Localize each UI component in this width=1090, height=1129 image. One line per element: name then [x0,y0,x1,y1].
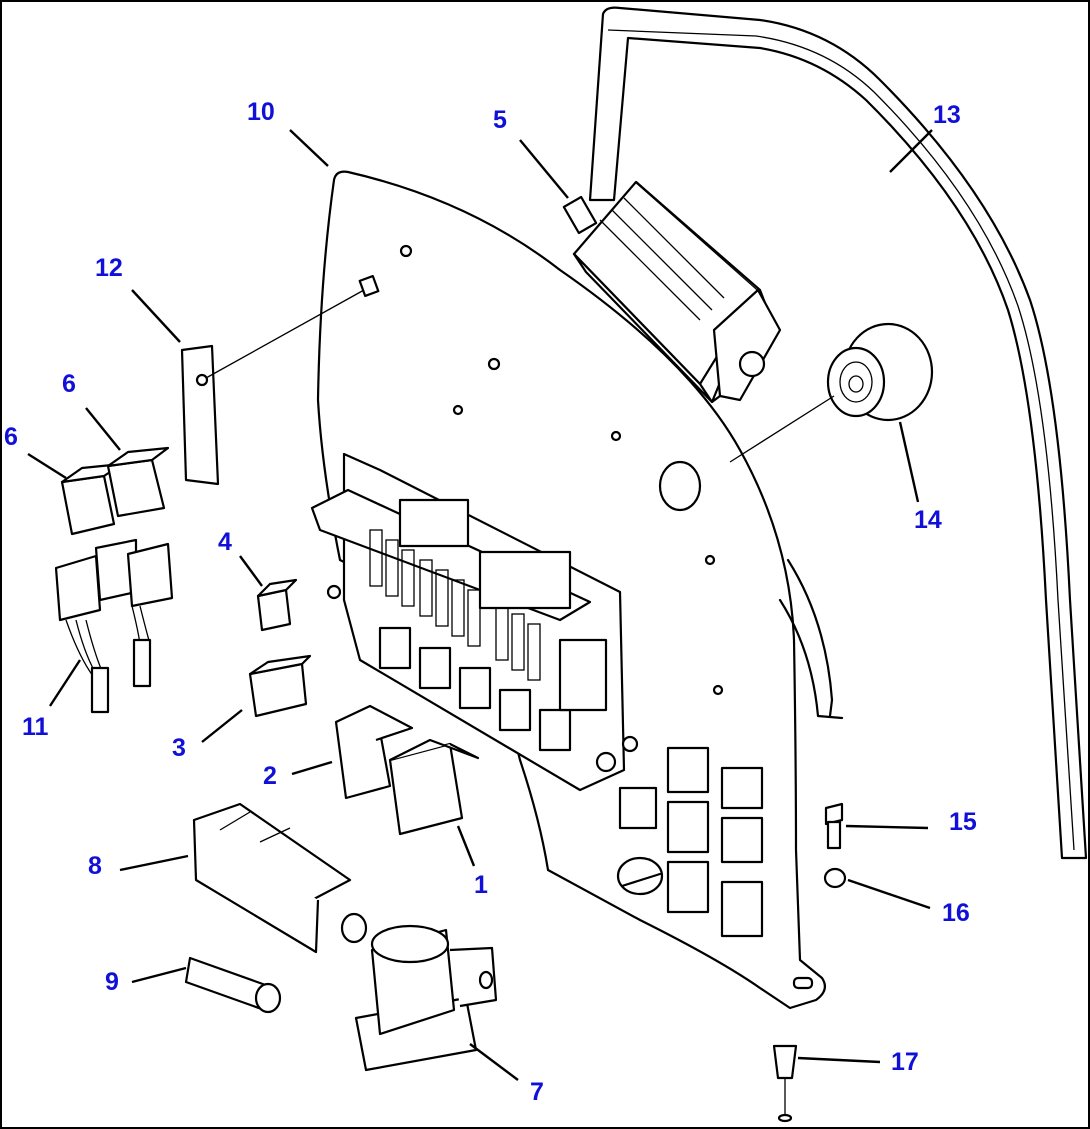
callout-1: 1 [474,871,488,899]
callout-2: 2 [263,762,277,790]
leader-5 [519,139,569,199]
leader-15 [845,824,929,830]
leader-3 [201,709,243,743]
fuse-holder-part [184,956,282,1014]
leader-6a [27,452,67,480]
fuse-part [256,578,298,632]
callout-13: 12 [95,254,123,282]
leader-2 [291,760,333,776]
leader-1 [456,825,476,867]
callout-3: 3 [172,734,186,762]
callout-12: 11 [22,713,49,741]
washer-part [823,867,847,889]
callout-16: 16 [942,899,970,927]
bolt-part [824,802,844,850]
leader-4 [239,555,263,587]
leader-11 [289,129,329,167]
leader-12 [48,659,82,707]
screw-part [772,1044,798,1123]
leader-16 [847,878,931,910]
relay-2-part [334,704,414,800]
controller-box-part [562,180,782,404]
leader-10 [898,421,920,503]
relay-6a-part [60,462,124,536]
callout-15: 15 [949,808,977,836]
callout-11: 10 [247,98,275,126]
leader-13 [131,289,181,343]
leader-6b [85,407,121,451]
leader-17 [797,1056,881,1064]
callout-9: 9 [105,968,119,996]
buzzer-part [729,322,934,463]
bracket-plate-part [180,274,380,486]
callout-4: 4 [218,528,232,556]
mini-relay-part [248,654,312,718]
leader-7 [469,1043,519,1081]
resistor-module-part [192,802,368,954]
callout-labels: 10 5 13 12 6 6 4 11 3 2 1 8 9 7 14 15 16… [4,98,977,1106]
callout-6b: 6 [62,370,76,398]
fuse-relay-block [310,452,639,792]
relay-socket-harness-part [54,538,174,714]
leader-14 [889,129,933,173]
callout-17: 17 [891,1048,919,1076]
relay-6b-part [106,446,170,518]
seal-strip-part [588,6,1088,860]
callout-7: 7 [530,1078,544,1106]
callout-14: 13 [933,101,961,129]
horn-part [354,924,498,1072]
callout-6a: 6 [4,423,18,451]
relay-1-part [388,738,480,836]
leader-8 [119,854,189,872]
callout-5: 5 [493,106,507,134]
callout-8: 8 [88,852,102,880]
callout-10: 14 [914,506,942,534]
leader-9 [131,966,187,984]
leader-lines [27,129,933,1081]
